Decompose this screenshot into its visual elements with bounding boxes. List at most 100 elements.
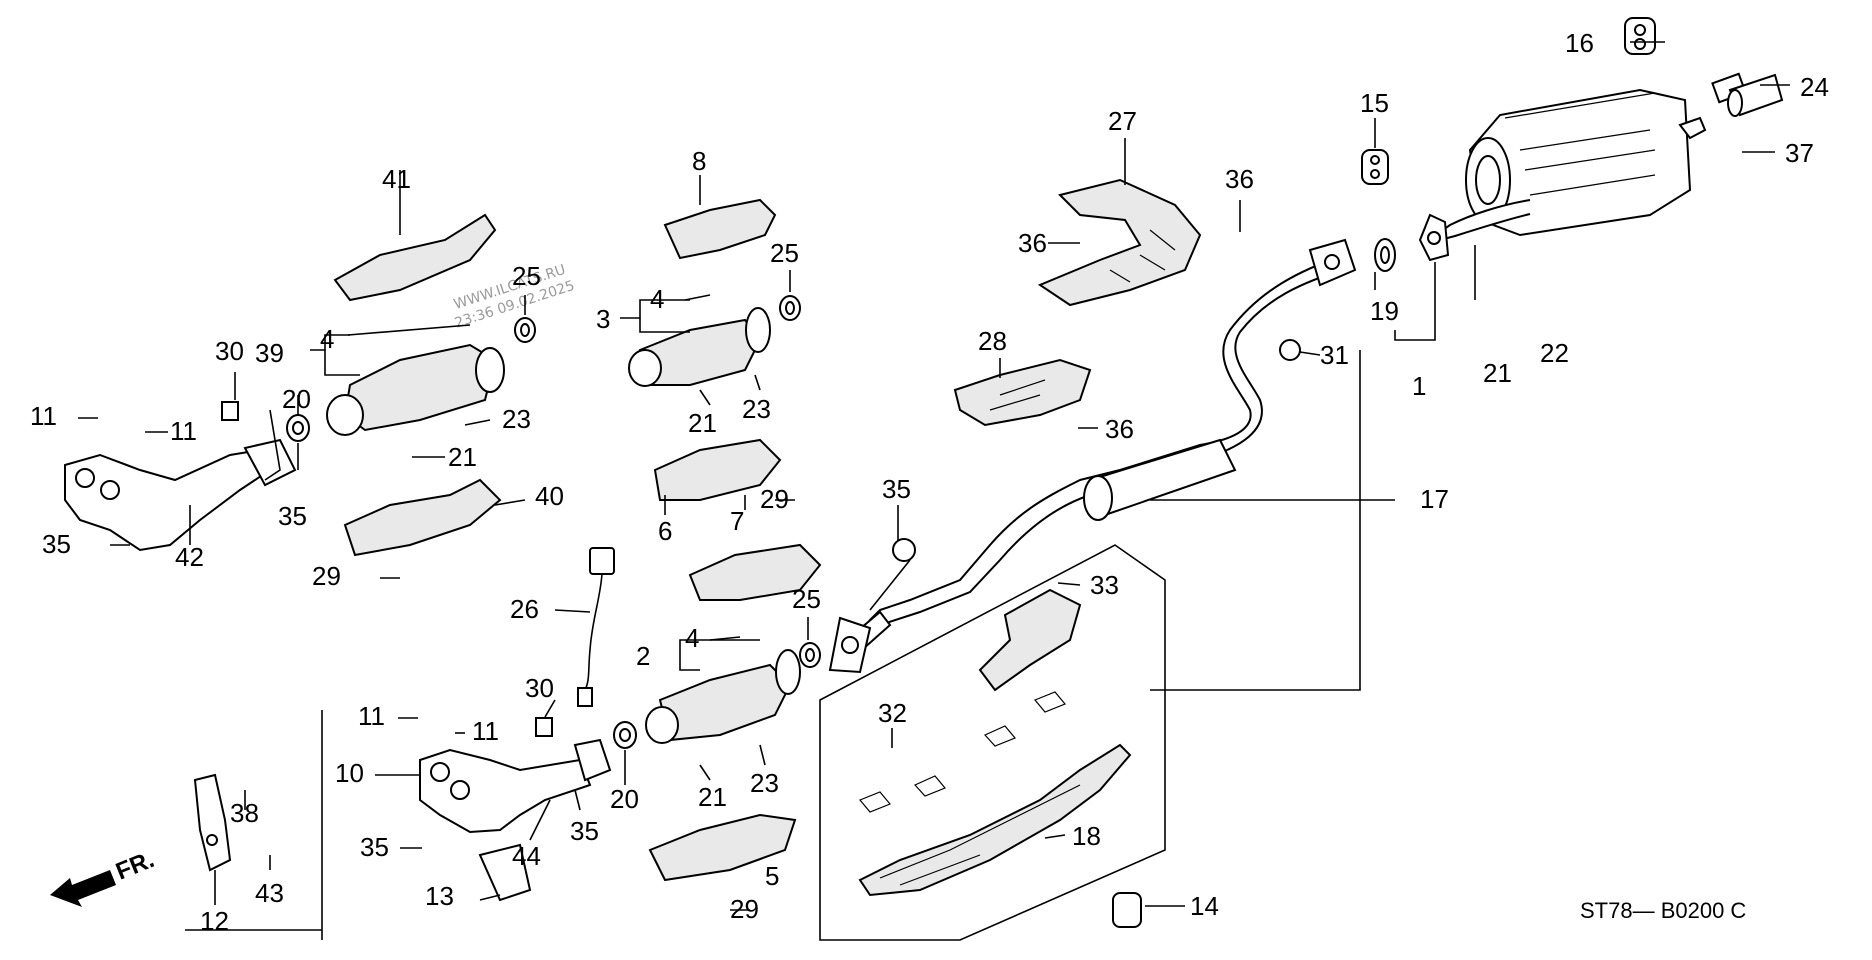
callout-36-a: 36 (1225, 164, 1254, 194)
floor-heat-shield (858, 743, 1132, 897)
heat-shield-27 (1037, 178, 1202, 307)
heat-shield-40 (343, 478, 502, 557)
callout-35-d: 35 (360, 832, 389, 862)
gasket-25-upper (514, 317, 536, 343)
callout-15: 15 (1360, 88, 1389, 118)
callout-39: 39 (255, 338, 284, 368)
callout-38: 38 (230, 798, 259, 828)
heat-shield-33 (978, 588, 1082, 692)
callout-18: 18 (1072, 821, 1101, 851)
bracket-12 (193, 773, 232, 872)
callout-44: 44 (512, 841, 541, 871)
leader-lines (78, 41, 1790, 940)
front-direction-label: FR. (112, 846, 158, 886)
callout-35-b: 35 (278, 501, 307, 531)
nut-31 (1279, 339, 1301, 361)
callout-36-b: 36 (1018, 228, 1047, 258)
callout-25-c: 25 (792, 584, 821, 614)
callout-23-a: 23 (502, 404, 531, 434)
callout-21-c: 21 (698, 782, 727, 812)
exhaust-pipe-a (64, 438, 297, 552)
callout-23-c: 23 (750, 768, 779, 798)
muffler-hanger-rubber-16 (1624, 17, 1656, 55)
callout-30-upper: 30 (215, 336, 244, 366)
exhaust-pipe-b-left (419, 738, 612, 834)
stay-13 (478, 843, 532, 902)
callout-13: 13 (425, 881, 454, 911)
callout-17: 17 (1420, 484, 1449, 514)
catalytic-converter-3 (628, 307, 771, 387)
callout-5: 5 (765, 861, 779, 891)
callout-23-b: 23 (742, 394, 771, 424)
gasket-25-lower (799, 642, 821, 668)
callout-43: 43 (255, 878, 284, 908)
callout-29-c: 29 (730, 894, 759, 924)
oxygen-sensor (577, 547, 615, 707)
callout-33: 33 (1090, 570, 1119, 600)
callout-40: 40 (535, 481, 564, 511)
muffler-assembly (1439, 88, 1707, 242)
callout-29-a: 29 (312, 561, 341, 591)
callout-11-c: 11 (358, 701, 385, 731)
callout-11-d: 11 (472, 716, 499, 746)
callout-25-b: 25 (770, 238, 799, 268)
callout-11-b: 11 (170, 416, 197, 446)
callout-2: 2 (636, 641, 650, 671)
gasket-19 (1374, 238, 1396, 272)
stud-30-lower (535, 717, 553, 737)
callout-4-lower: 4 (685, 623, 699, 653)
callout-20-upper: 20 (282, 384, 311, 414)
callout-32: 32 (878, 698, 907, 728)
callout-11-a: 11 (30, 401, 57, 431)
front-direction-arrow: FR. (50, 846, 158, 907)
exhaust-clips (859, 691, 1066, 813)
callout-3: 3 (596, 304, 610, 334)
callout-42: 42 (175, 542, 204, 572)
stud-30-upper (221, 401, 239, 421)
callout-30-lower: 30 (525, 673, 554, 703)
callout-8: 8 (692, 146, 706, 176)
muffler-hanger-rubber-15 (1361, 149, 1389, 185)
heat-shield-41 (333, 213, 497, 302)
callout-6: 6 (658, 516, 672, 546)
gasket-20-upper (286, 414, 310, 442)
callout-7: 7 (730, 506, 744, 536)
callout-26: 26 (510, 594, 539, 624)
callout-4-left: 4 (320, 324, 334, 354)
callout-29-b: 29 (760, 484, 789, 514)
callout-22: 22 (1540, 338, 1569, 368)
callout-41: 41 (382, 164, 411, 194)
muffler-flange-gasket (1418, 213, 1450, 262)
diagram-reference-code: ST78— B0200 C (1580, 898, 1746, 923)
callout-numbers: 1 2 3 4 4 4 5 6 7 8 10 11 11 11 11 12 13… (30, 28, 1829, 936)
frame-outline (819, 544, 1166, 941)
exhaust-pipe-b (828, 238, 1357, 674)
gasket-25-middle (779, 295, 801, 321)
callout-10: 10 (335, 758, 364, 788)
callout-36-c: 36 (1105, 414, 1134, 444)
heat-shield-28 (953, 358, 1092, 427)
callout-21-d: 21 (1483, 358, 1512, 388)
callout-21-a: 21 (448, 442, 477, 472)
heat-shield-7 (688, 543, 822, 601)
heat-shield-6 (653, 438, 782, 501)
callout-4-middle: 4 (650, 284, 664, 314)
hanger-rubber-14 (1112, 892, 1142, 928)
callout-12: 12 (200, 906, 229, 936)
callout-35-a: 35 (42, 529, 71, 559)
callout-14: 14 (1190, 891, 1219, 921)
callout-37: 37 (1785, 138, 1814, 168)
gasket-20-lower (613, 721, 637, 749)
callout-1: 1 (1412, 371, 1426, 401)
callout-31: 31 (1320, 340, 1349, 370)
heat-shield-5 (648, 813, 797, 882)
callout-20-lower: 20 (610, 784, 639, 814)
callout-35-e: 35 (570, 816, 599, 846)
catalytic-converter-39 (326, 343, 505, 436)
callout-16: 16 (1565, 28, 1594, 58)
callout-25-a: 25 (512, 261, 541, 291)
callout-27: 27 (1108, 106, 1137, 136)
nut-35-center (892, 538, 916, 562)
callout-24: 24 (1800, 72, 1829, 102)
